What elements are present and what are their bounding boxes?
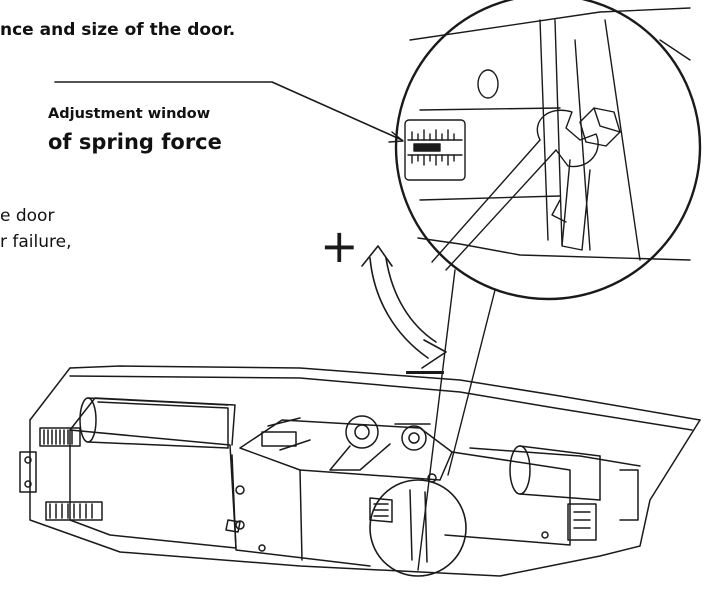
- instruction-heading: nce and size of the door.: [0, 20, 236, 40]
- magnifier-circle: [394, 0, 702, 301]
- door-closer-body: [19, 365, 701, 577]
- minus-sign: —: [404, 345, 446, 394]
- callout-label-line2: of spring force: [48, 130, 222, 154]
- plus-sign: +: [320, 219, 359, 273]
- body-text-line1: e door: [0, 206, 55, 226]
- callout-label-line1: Adjustment window: [48, 106, 211, 122]
- magnifier-leader-left: [417, 269, 456, 571]
- rotation-double-arrow: [361, 245, 447, 369]
- detail-location-circle: [369, 479, 467, 577]
- magnified-detail: [404, 7, 691, 271]
- callout-leader-line: [54, 81, 403, 141]
- body-text-line2: r failure,: [0, 232, 72, 252]
